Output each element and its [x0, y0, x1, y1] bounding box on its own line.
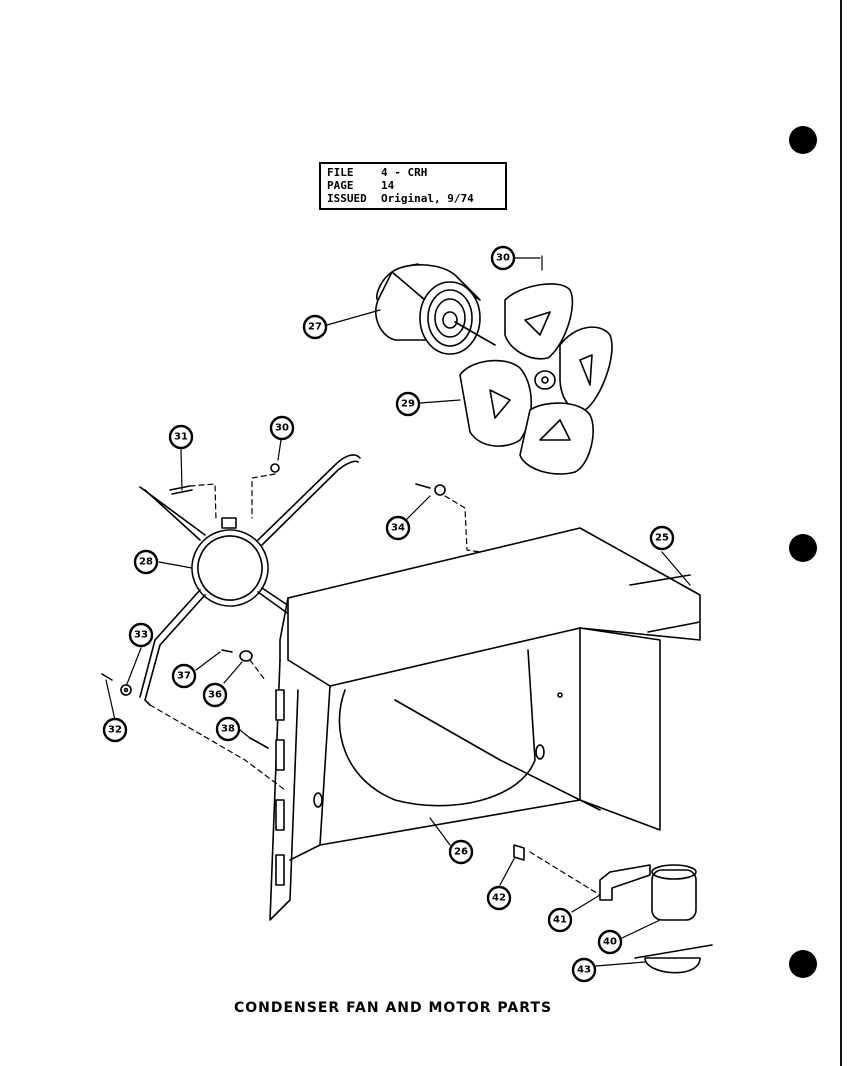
svg-text:36: 36 — [208, 690, 222, 701]
svg-text:38: 38 — [221, 724, 235, 735]
title-block-value: Original, 9/74 — [381, 192, 474, 205]
callout-27: 27 — [302, 314, 328, 340]
callout-40: 40 — [597, 929, 623, 955]
svg-text:37: 37 — [177, 671, 191, 682]
svg-text:26: 26 — [454, 847, 468, 858]
callout-31: 31 — [168, 424, 194, 450]
diagram-caption: CONDENSER FAN AND MOTOR PARTS — [233, 1000, 553, 1016]
svg-text:43: 43 — [577, 965, 591, 976]
callout-32: 32 — [102, 717, 128, 743]
callout-37: 37 — [171, 663, 197, 689]
svg-text:28: 28 — [139, 557, 153, 568]
callout-25: 25 — [649, 525, 675, 551]
svg-text:27: 27 — [308, 322, 322, 333]
fan-blade — [459, 283, 613, 475]
callout-34: 34 — [385, 515, 411, 541]
capacitor — [651, 864, 697, 921]
callout-42: 42 — [486, 885, 512, 911]
callout-30: 30 — [490, 245, 516, 271]
callout-41: 41 — [547, 907, 573, 933]
svg-text:42: 42 — [492, 893, 506, 904]
title-block-row: ISSUED Original, 9/74 — [327, 192, 499, 205]
title-block-key: FILE — [327, 166, 354, 179]
callout-43: 43 — [571, 957, 597, 983]
callout-30: 30 — [269, 415, 295, 441]
svg-text:32: 32 — [108, 725, 122, 736]
svg-text:31: 31 — [174, 432, 188, 443]
svg-text:25: 25 — [655, 533, 669, 544]
callout-33: 33 — [128, 622, 154, 648]
title-block-value: 14 — [381, 179, 395, 192]
title-block-key: PAGE — [327, 179, 354, 192]
punch-hole — [789, 950, 817, 978]
callout-28: 28 — [133, 549, 159, 575]
title-block-row: PAGE 14 — [327, 179, 499, 192]
title-block-value: 4 - CRH — [381, 166, 428, 179]
title-block: FILE 4 - CRH PAGE 14 ISSUED Original, 9/74 — [319, 162, 507, 210]
svg-text:29: 29 — [401, 399, 415, 410]
svg-text:30: 30 — [275, 423, 289, 434]
page-edge — [840, 0, 842, 1066]
motor-mount-ring — [139, 454, 361, 706]
fan-motor — [375, 263, 496, 355]
title-block-row: FILE 4 - CRH — [327, 166, 499, 179]
callout-26: 26 — [448, 839, 474, 865]
svg-text:33: 33 — [134, 630, 148, 641]
condenser-shroud — [269, 527, 701, 921]
callout-36: 36 — [202, 682, 228, 708]
callout-38: 38 — [215, 716, 241, 742]
callout-29: 29 — [395, 391, 421, 417]
title-block-key: ISSUED — [327, 192, 367, 205]
punch-hole — [789, 534, 817, 562]
svg-text:30: 30 — [496, 253, 510, 264]
svg-text:40: 40 — [603, 937, 617, 948]
punch-hole — [789, 126, 817, 154]
svg-text:41: 41 — [553, 915, 567, 926]
svg-text:34: 34 — [391, 523, 405, 534]
